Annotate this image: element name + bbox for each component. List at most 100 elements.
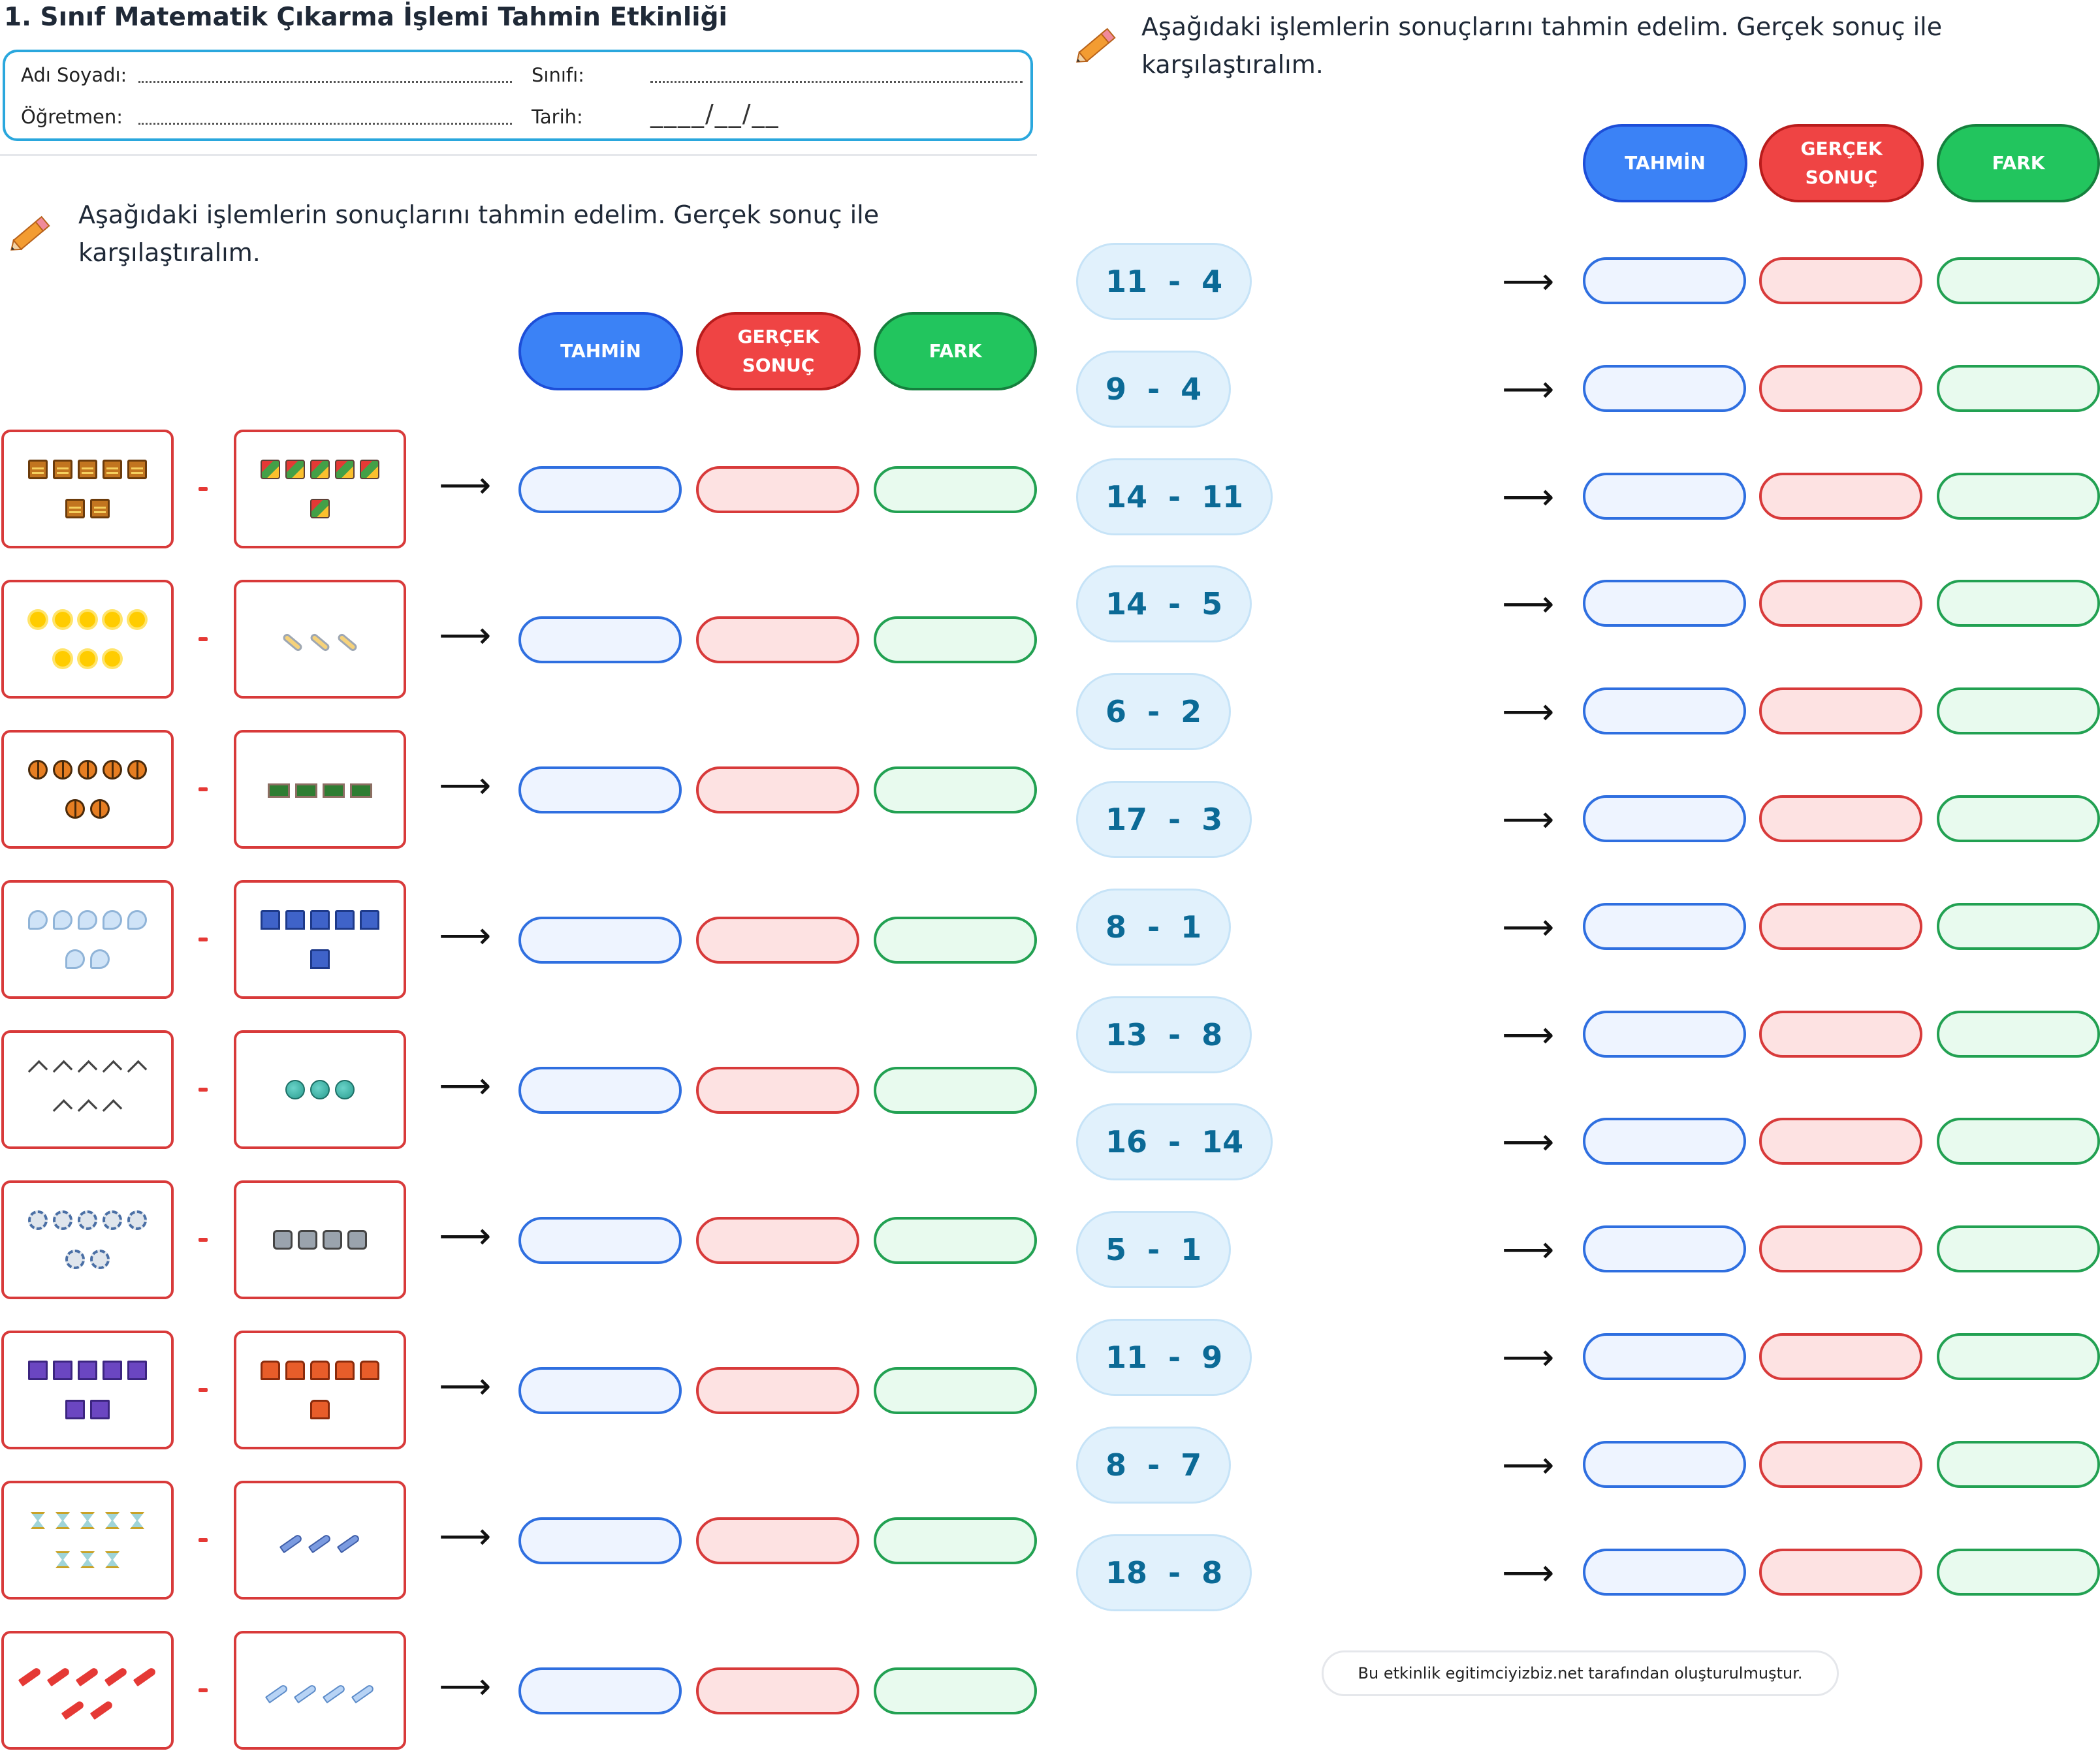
actual-result-field[interactable] (1759, 1548, 1922, 1596)
estimate-answer-field[interactable] (1583, 364, 1746, 412)
class-field[interactable] (650, 81, 1023, 83)
actual-result-field[interactable] (696, 1367, 859, 1414)
difference-field[interactable] (1937, 1010, 2100, 1058)
estimate-answer-field[interactable] (518, 466, 682, 513)
difference-field[interactable] (1937, 472, 2100, 520)
actual-result-field[interactable] (696, 917, 859, 964)
difference-field[interactable] (874, 1217, 1037, 1264)
actual-result-field[interactable] (1759, 795, 1922, 842)
abacus-icon (78, 460, 97, 479)
right-picture-box (234, 730, 406, 849)
estimate-answer-field[interactable] (1583, 902, 1746, 950)
actual-result-field[interactable] (1759, 687, 1922, 735)
left-picture-box (1, 880, 174, 999)
blue-crayon-icon (264, 1683, 289, 1703)
actual-result-field[interactable] (1759, 1118, 1922, 1165)
pen-icon (279, 1533, 304, 1553)
estimate-answer-field[interactable] (518, 1517, 682, 1564)
book-icon (53, 1361, 72, 1380)
arrow-icon: ⟶ (439, 614, 492, 657)
icon-row (281, 631, 358, 653)
difference-field[interactable] (1937, 580, 2100, 627)
actual-result-field[interactable] (696, 466, 859, 513)
basketball-icon (65, 799, 85, 819)
difference-field[interactable] (874, 616, 1037, 663)
abacus-icon (103, 460, 122, 479)
actual-result-field[interactable] (1759, 257, 1922, 304)
difference-field[interactable] (1937, 1333, 2100, 1380)
difference-field[interactable] (874, 1517, 1037, 1564)
estimate-answer-field[interactable] (1583, 1333, 1746, 1380)
icon-row (61, 1699, 114, 1720)
estimate-answer-field[interactable] (1583, 1440, 1746, 1488)
estimate-answer-field[interactable] (1583, 472, 1746, 520)
header-divider (0, 154, 1037, 156)
difference-field[interactable] (874, 917, 1037, 964)
estimate-answer-field[interactable] (518, 1217, 682, 1264)
estimate-answer-field[interactable] (1583, 795, 1746, 842)
teacher-label: Öğretmen: (21, 106, 123, 128)
actual-result-field[interactable] (696, 1517, 859, 1564)
icon-row (28, 1361, 147, 1380)
difference-field[interactable] (1937, 1118, 2100, 1165)
actual-result-field[interactable] (1759, 580, 1922, 627)
estimate-answer-field[interactable] (1583, 1118, 1746, 1165)
difference-field[interactable] (874, 766, 1037, 813)
estimate-answer-field[interactable] (1583, 1548, 1746, 1596)
actual-result-field[interactable] (1759, 1010, 1922, 1058)
header-estimate: TAHMİN (1583, 124, 1747, 202)
arrow-icon: ⟶ (1502, 1551, 1555, 1594)
school-chair-icon (285, 910, 305, 930)
estimate-answer-field[interactable] (1583, 580, 1746, 627)
toy-cube-icon (261, 460, 280, 479)
difference-field[interactable] (874, 1667, 1037, 1714)
date-field[interactable]: ____/__/__ (650, 99, 780, 128)
actual-result-field[interactable] (696, 766, 859, 813)
difference-field[interactable] (1937, 902, 2100, 950)
hourglass-icon (80, 1512, 95, 1529)
right-picture-box (234, 1631, 406, 1750)
actual-result-field[interactable] (696, 1217, 859, 1264)
estimate-answer-field[interactable] (518, 1367, 682, 1414)
difference-field[interactable] (874, 1367, 1037, 1414)
actual-result-field[interactable] (696, 1067, 859, 1114)
actual-result-field[interactable] (1759, 1440, 1922, 1488)
difference-field[interactable] (1937, 1225, 2100, 1273)
actual-result-field[interactable] (1759, 472, 1922, 520)
name-field[interactable] (138, 81, 512, 83)
difference-field[interactable] (1937, 1548, 2100, 1596)
estimate-answer-field[interactable] (518, 917, 682, 964)
difference-field[interactable] (1937, 687, 2100, 735)
expression-pill: 18 - 8 (1076, 1534, 1252, 1611)
estimate-answer-field[interactable] (1583, 1010, 1746, 1058)
icon-row (27, 1060, 148, 1081)
actual-result-field[interactable] (696, 1667, 859, 1714)
estimate-answer-field[interactable] (518, 766, 682, 813)
difference-field[interactable] (1937, 364, 2100, 412)
difference-field[interactable] (1937, 1440, 2100, 1488)
actual-result-field[interactable] (696, 616, 859, 663)
estimate-answer-field[interactable] (1583, 687, 1746, 735)
actual-result-field[interactable] (1759, 902, 1922, 950)
difference-field[interactable] (874, 1067, 1037, 1114)
icon-row (65, 949, 110, 969)
actual-result-field[interactable] (1759, 364, 1922, 412)
sun-icon (55, 651, 71, 667)
difference-field[interactable] (1937, 257, 2100, 304)
difference-field[interactable] (874, 466, 1037, 513)
actual-result-field[interactable] (1759, 1225, 1922, 1273)
footer-credit: Bu etkinlik egitimciyizbiz.net tarafında… (1322, 1650, 1839, 1696)
header-actual-line1: GERÇEK (1800, 138, 1883, 159)
estimate-answer-field[interactable] (1583, 1225, 1746, 1273)
estimate-answer-field[interactable] (518, 616, 682, 663)
estimate-answer-field[interactable] (518, 1667, 682, 1714)
actual-result-field[interactable] (1759, 1333, 1922, 1380)
arrow-icon: ⟶ (439, 1215, 492, 1257)
estimate-answer-field[interactable] (518, 1067, 682, 1114)
balloon-icon (28, 910, 48, 930)
balloon-icon (90, 949, 110, 969)
icon-row (310, 949, 330, 969)
estimate-answer-field[interactable] (1583, 257, 1746, 304)
teacher-field[interactable] (138, 123, 512, 125)
difference-field[interactable] (1937, 795, 2100, 842)
